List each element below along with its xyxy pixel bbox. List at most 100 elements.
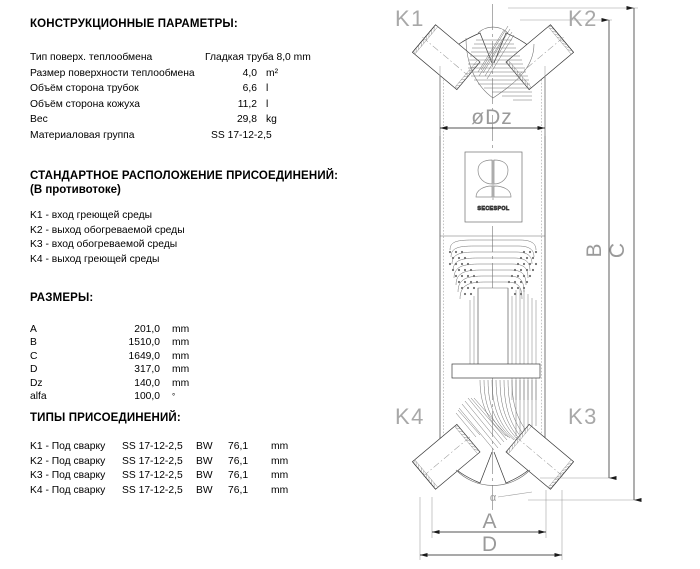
technical-drawing-panel: SECESPOL <box>380 0 700 569</box>
arrangement-item: K2 - выход обогреваемой среды <box>30 224 185 236</box>
specification-panel: КОНСТРУКЦИОННЫЕ ПАРАМЕТРЫ: Тип поверх. т… <box>30 18 338 499</box>
dimension-unit: mm <box>172 377 190 389</box>
dimension-unit: mm <box>172 350 190 362</box>
spec-label: Материаловая группа <box>30 129 135 141</box>
dimension-row: B 1510,0 mm <box>30 336 189 349</box>
dimension-label-alpha: α <box>490 492 497 504</box>
connection-material: SS 17-12-2,5 <box>122 455 183 467</box>
dimension-d <box>419 490 563 560</box>
dimension-unit: mm <box>172 337 190 349</box>
construction-parameters-title: КОНСТРУКЦИОННЫЕ ПАРАМЕТРЫ: <box>30 18 238 30</box>
heat-exchanger-drawing: SECESPOL <box>395 4 642 560</box>
connection-type: BW <box>196 441 213 452</box>
angle-alpha-arc <box>455 469 533 498</box>
logo-wordmark: SECESPOL <box>477 206 510 212</box>
connection-port: K3 - Под сварку <box>30 470 106 482</box>
dimension-label: A <box>30 324 37 335</box>
secespol-leaf-icon <box>475 159 512 200</box>
arrangement-item: K3 - вход обогреваемой среды <box>30 239 178 250</box>
dimension-value: 140,0 <box>134 377 160 389</box>
top-tube-bundle <box>468 25 532 101</box>
logo-plate: SECESPOL <box>464 151 523 223</box>
connection-size: 76,1 <box>228 455 249 467</box>
spec-label: Объём сторона трубок <box>30 83 139 95</box>
spec-label: Объём сторона кожуха <box>30 98 141 110</box>
spec-value: 6,6 <box>242 83 257 95</box>
dimension-b <box>520 17 617 481</box>
spec-label: Вес <box>30 114 48 126</box>
spec-value: SS 17-12-2,5 <box>211 129 272 141</box>
spec-row: Объём сторона трубок 6,6 l <box>30 81 320 97</box>
connection-size: 76,1 <box>228 470 249 482</box>
dimension-label: C <box>30 350 38 362</box>
dimensions-list: A 201,0 mm B 1510,0 mm C 1649,0 mm D 317… <box>30 323 189 403</box>
dimensions-section: РАЗМЕРЫ: <box>30 292 93 304</box>
connection-type: BW <box>196 470 213 482</box>
connection-type: BW <box>196 485 213 497</box>
connections-list: K1 - Под сварку SS 17-12-2,5 BW 76,1 mm … <box>30 440 288 499</box>
spec-unit: l <box>266 98 269 110</box>
nozzle-k4 <box>411 423 481 490</box>
connection-unit: mm <box>271 470 289 482</box>
connection-unit: mm <box>271 485 289 497</box>
spec-unit: m² <box>266 67 279 79</box>
arrangement-subtitle: (В противотоке) <box>30 184 121 196</box>
connection-row: K1 - Под сварку SS 17-12-2,5 BW 76,1 mm <box>30 440 288 455</box>
dimension-label-a: A <box>482 510 497 533</box>
port-label-k4: K4 <box>395 404 425 429</box>
connection-material: SS 17-12-2,5 <box>122 470 183 482</box>
connections-title: ТИПЫ ПРИСОЕДИНЕНИЙ: <box>30 412 181 424</box>
connection-port: K4 - Под сварку <box>30 485 106 497</box>
dimensions-title: РАЗМЕРЫ: <box>30 292 94 304</box>
port-label-k1: K1 <box>395 6 425 31</box>
connection-size: 76,1 <box>228 485 249 497</box>
arrangement-list: K1 - вход греющей среды K2 - выход обогр… <box>30 209 185 267</box>
dimension-label: Dz <box>30 377 43 389</box>
dimension-label-dz: øDz <box>471 106 513 129</box>
spec-row: Тип поверх. теплообмена Гладкая труба 8,… <box>30 50 320 66</box>
dimension-label: B <box>30 337 37 349</box>
dimension-unit: mm <box>172 324 190 335</box>
connection-material: SS 17-12-2,5 <box>122 485 183 497</box>
dimension-label-b: B <box>583 242 606 257</box>
dimension-unit: mm <box>172 364 190 376</box>
spec-value: 4,0 <box>242 67 257 79</box>
nozzle-k2 <box>505 24 575 91</box>
dimension-label: alfa <box>30 391 47 403</box>
dimension-value: 100,0 <box>134 391 160 403</box>
spec-value: 29,8 <box>236 114 257 126</box>
construction-parameters-section: КОНСТРУКЦИОННЫЕ ПАРАМЕТРЫ: <box>30 18 238 30</box>
nozzle-k1 <box>411 24 481 91</box>
connection-type: BW <box>196 455 213 467</box>
dimension-a <box>431 490 547 538</box>
dimension-value: 1649,0 <box>128 350 161 362</box>
dimension-value: 201,0 <box>134 324 160 335</box>
dimension-value: 1510,0 <box>128 337 161 349</box>
connection-port: K1 - Под сварку <box>30 441 106 452</box>
dimension-row: Dz 140,0 mm <box>30 377 189 390</box>
dimension-label-c: C <box>606 242 629 258</box>
connection-unit: mm <box>271 441 289 452</box>
arrangement-item: K1 - вход греющей среды <box>30 210 153 221</box>
port-label-k3: K3 <box>568 404 598 429</box>
dimension-row: A 201,0 mm <box>30 323 189 336</box>
connection-material: SS 17-12-2,5 <box>122 441 183 452</box>
dimension-label-d: D <box>482 533 498 556</box>
connection-size: 76,1 <box>228 441 249 452</box>
spec-value: Гладкая труба 8,0 mm <box>205 52 311 63</box>
internal-tube-bundle <box>440 235 545 445</box>
dimension-row: D 317,0 mm <box>30 363 189 376</box>
spec-unit: kg <box>266 114 277 126</box>
spec-unit: l <box>266 83 269 95</box>
spec-row: Материаловая группа SS 17-12-2,5 <box>30 128 320 144</box>
spec-row: Вес 29,8 kg <box>30 112 320 128</box>
nozzle-k3 <box>505 423 575 490</box>
arrangement-section: СТАНДАРТНОЕ РАСПОЛОЖЕНИЕ ПРИСОЕДИНЕНИЙ: … <box>30 170 338 196</box>
connection-row: K3 - Под сварку SS 17-12-2,5 BW 76,1 mm <box>30 469 288 484</box>
port-label-k2: K2 <box>568 6 598 31</box>
spec-row: Объём сторона кожуха 11,2 l <box>30 97 320 113</box>
dimension-row: alfa 100,0 ° <box>30 390 189 403</box>
dimension-c <box>508 5 642 503</box>
spec-row: Размер поверхности теплообмена 4,0 m² <box>30 66 320 82</box>
connections-section: ТИПЫ ПРИСОЕДИНЕНИЙ: <box>30 412 181 424</box>
